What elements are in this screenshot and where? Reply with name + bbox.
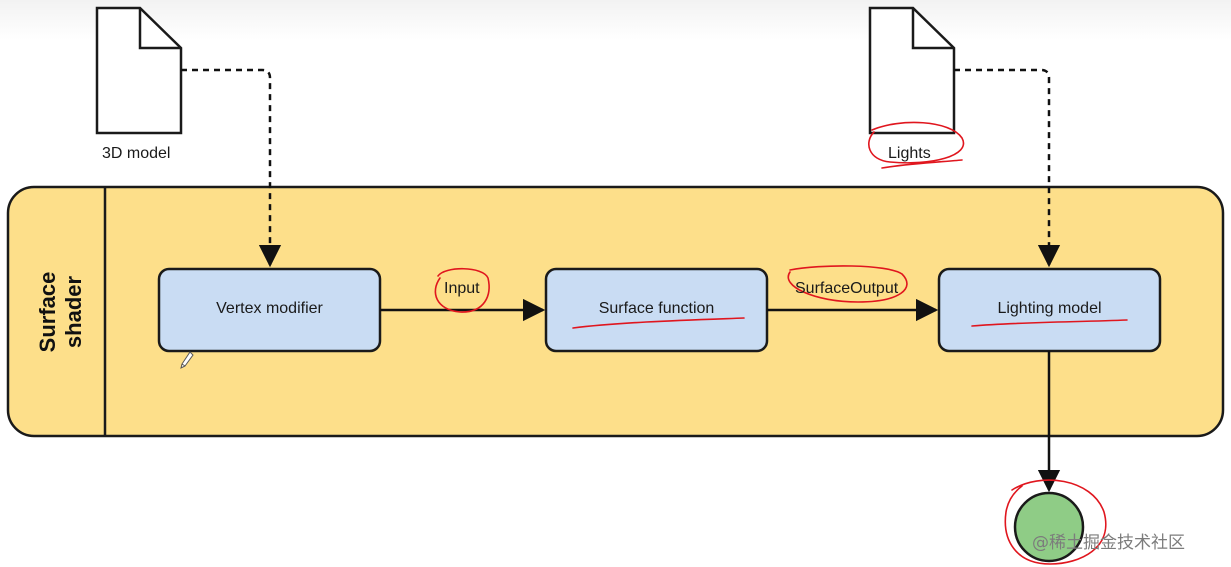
surface-output-edge-label: SurfaceOutput (795, 280, 899, 297)
lights-file-label: Lights (888, 145, 931, 162)
output-circle-annotation (787, 265, 908, 303)
watermark-text: @稀土掘金技术社区 (1032, 533, 1185, 553)
lights-underline-annotation (881, 159, 963, 169)
vertex-modifier-label: Vertex modifier (216, 300, 323, 317)
lights-document-icon (868, 6, 956, 135)
lighting-underline-annotation (971, 319, 1128, 327)
surface-function-label: Surface function (598, 300, 715, 317)
model-file-label: 3D model (102, 145, 171, 162)
surface-underline-annotation (572, 317, 745, 329)
lights-to-lighting-edge (954, 68, 1061, 268)
swimlane-title: Surface shader (35, 271, 86, 353)
model-to-vertex-edge (181, 68, 282, 268)
lighting-model-label: Lighting model (997, 300, 1102, 317)
pencil-cursor-icon (180, 351, 194, 369)
end-circle-annotation (1004, 479, 1107, 565)
lights-circle-annotation (868, 121, 965, 164)
end-node (1013, 491, 1085, 563)
input-circle-annotation (434, 267, 490, 313)
document-icon (95, 6, 183, 135)
input-edge-label: Input (444, 280, 480, 297)
